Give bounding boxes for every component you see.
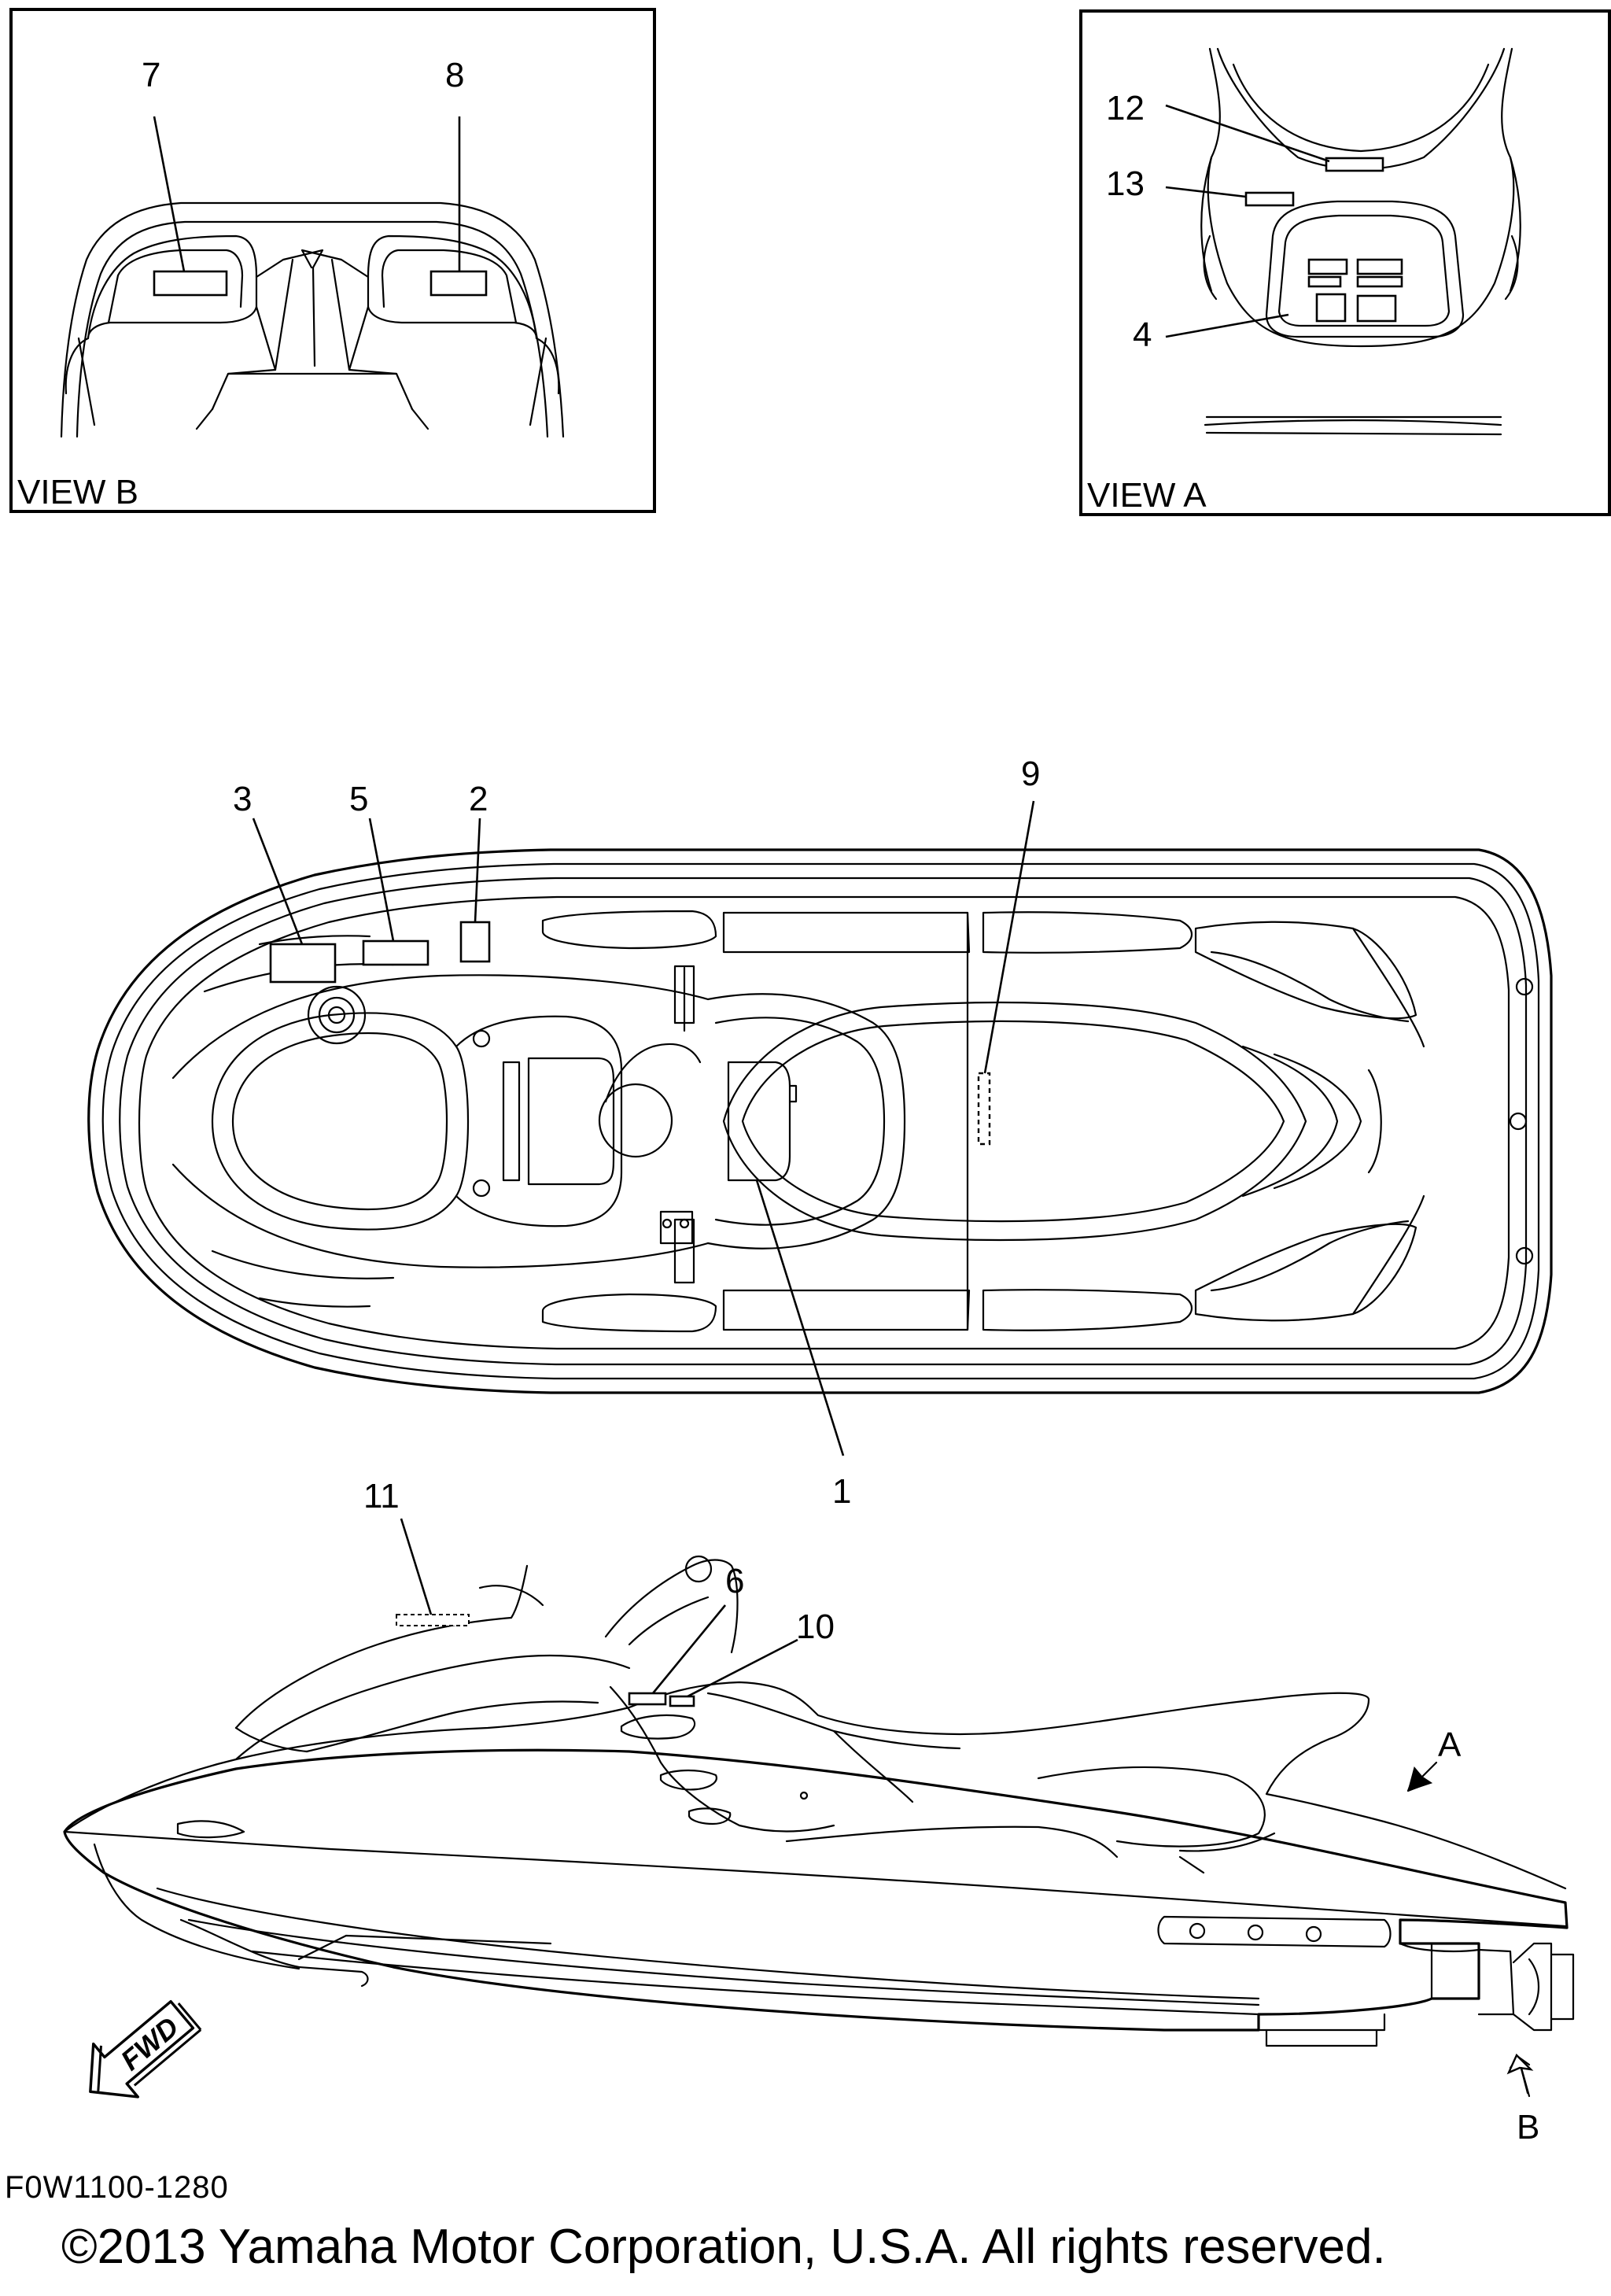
view-a-title: VIEW A [1087,476,1207,515]
decal-3 [269,943,337,984]
callout-3: 3 [233,780,252,818]
arrow-label-b: B [1517,2108,1539,2147]
callout-5: 5 [349,780,368,818]
view-a-panel: 12 13 4 VIEW A [1079,9,1611,516]
view-a-drawing [1200,47,1521,436]
decal-4f [1356,294,1397,323]
view-b-drawing [60,201,565,438]
callout-2: 2 [469,780,488,818]
view-b-panel: 7 8 VIEW B [9,8,656,513]
decal-4e [1315,293,1347,323]
decal-6 [628,1692,667,1706]
deck-side [63,1555,1567,1890]
footwells-top [541,910,1425,1333]
callout-9: 9 [1021,755,1040,793]
side-vents [176,1714,1392,1948]
decal-9 [977,1072,991,1146]
jet-nozzle [1477,1942,1575,2032]
callout-8: 8 [445,56,464,94]
decal-8 [429,270,488,297]
copyright-notice: ©2013 Yamaha Motor Corporation, U.S.A. A… [61,2220,1386,2274]
view-b-title: VIEW B [17,473,138,511]
decal-2 [459,921,491,963]
callout-13: 13 [1106,164,1145,203]
callout-11: 11 [363,1477,400,1515]
top-view: 3 5 2 9 1 [87,755,1553,1511]
decal-4c [1307,275,1342,288]
side-view: 11 6 10 A B FWD [63,1477,1575,2147]
decal-4a [1307,258,1348,275]
decal-10 [669,1695,695,1707]
arrow-view-a: A [1406,1726,1462,1792]
arrow-view-b: B [1506,2053,1539,2147]
arrow-label-a: A [1438,1726,1462,1764]
hull-outline-side [63,1748,1569,2047]
decal-7 [153,270,228,297]
decal-4b [1356,258,1403,275]
fuel-cap-top [307,985,367,1045]
callout-7: 7 [142,56,160,94]
hull-outline-top [87,848,1553,1394]
decal-13 [1244,191,1295,207]
hood-and-seat-top [171,965,1382,1284]
part-code: F0W1100-1280 [5,2170,229,2205]
callout-10: 10 [796,1608,835,1646]
decal-5 [362,939,429,966]
decal-12 [1325,157,1384,172]
decal-11 [396,1614,470,1626]
callout-1: 1 [832,1472,851,1511]
fwd-arrow: FWD [89,2000,202,2099]
callout-6: 6 [725,1562,744,1600]
callout-12: 12 [1106,89,1145,127]
callout-4: 4 [1133,316,1152,354]
decal-4d [1356,275,1403,288]
